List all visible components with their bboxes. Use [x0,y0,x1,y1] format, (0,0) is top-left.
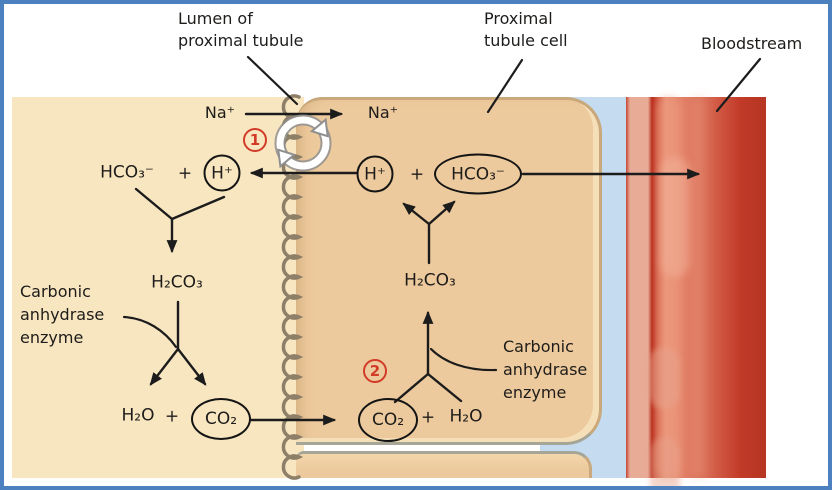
tubule-cell-region [296,97,602,445]
lumen-fork-right [170,195,226,221]
step-1-badge: 1 [243,128,267,152]
cell-to-h-arrow [402,202,431,226]
h-ion-lumen-circle: H⁺ [203,154,241,192]
cell-title: Proximal tubule cell [484,9,568,50]
cell-label-line [486,58,524,114]
enzyme-pointer-curves [122,315,498,372]
na-lumen-label: Na⁺ [204,103,236,122]
co2-cell-ellipse: CO₂ [358,398,418,442]
hco3-cell-ellipse: HCO₃⁻ [434,153,522,195]
lumen-enzyme-curve [122,315,178,349]
plus-sign: + [409,164,425,185]
step-2-badge: 2 [363,359,387,383]
bloodstream-region [626,97,766,490]
cell-enzyme-curve [429,347,498,372]
cell-co2-branch [393,372,430,404]
h2o-lumen-label: H₂O [121,405,155,426]
carbonic-anhydrase-lumen-label: Carbonic anhydrase enzyme [20,282,105,347]
co2-lumen-ellipse: CO₂ [191,398,251,440]
vessel-highlight [692,97,706,478]
bloodstream-title: Bloodstream [701,34,803,53]
vessel-cell-shape [650,437,680,490]
plus-sign: + [420,407,436,428]
lumen-to-co2-arrow [176,347,207,386]
reaction-arrows [134,108,701,426]
tubule-cell-lower-region [296,451,592,478]
lumen-fork-left [134,187,174,221]
h2o-cell-label: H₂O [449,406,483,427]
h2co3-cell-label: H₂CO₃ [404,270,456,291]
cell-to-hco3-arrow [427,200,456,226]
bloodstream-label-line [715,57,762,113]
plus-sign: + [177,163,193,184]
h-ion-cell-circle: H⁺ [356,155,394,193]
cell-h2o-branch [426,372,463,403]
na-cell-label: Na⁺ [367,103,399,122]
vessel-cell-shape [660,157,690,277]
lumen-region [12,97,304,478]
hco3-lumen-label: HCO₃⁻ [100,162,154,183]
lumen-to-h2o-arrow [149,347,180,386]
lumen-label-line [246,55,299,106]
label-pointer-lines [246,55,762,114]
na-h-antiporter-icon [274,114,332,172]
lumen-title: Lumen of proximal tubule [178,9,304,50]
plus-sign: + [164,406,180,427]
carbonic-anhydrase-cell-label: Carbonic anhydrase enzyme [503,337,588,402]
h2co3-lumen-label: H₂CO₃ [151,272,203,293]
vessel-cell-shape [648,347,680,409]
